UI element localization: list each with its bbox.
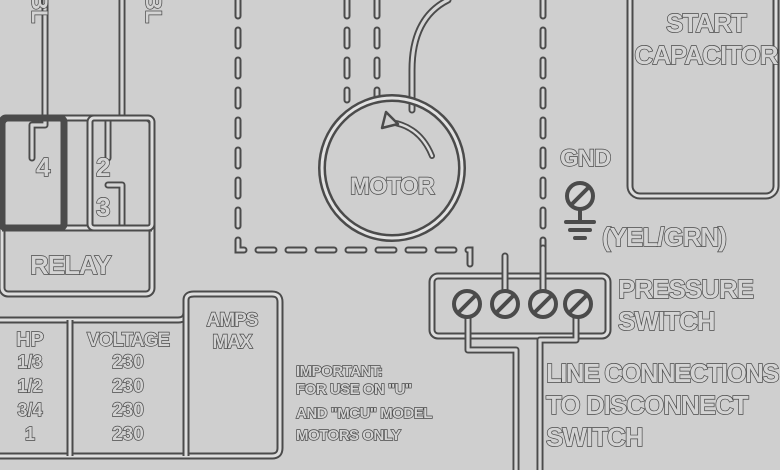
table-cell-voltage: 230 [112, 424, 144, 445]
ground-symbol-icon [564, 208, 596, 240]
table-cell-voltage: 230 [112, 352, 144, 373]
table-cell-voltage: 230 [112, 400, 144, 421]
top-left-label-2: BL [141, 0, 166, 23]
important-note-4: MOTORS ONLY [296, 427, 401, 444]
motor-dashed-wires [234, 0, 547, 282]
table-header-voltage: VOLTAGE [87, 330, 169, 351]
relay-block [0, 114, 156, 298]
pressure-switch-label-2: SWITCH [618, 306, 715, 336]
yel-grn-label: (YEL/GRN) [602, 222, 726, 252]
line-connections-label-2: TO DISCONNECT [546, 390, 749, 420]
relay-terminal-2: 2 [96, 152, 110, 182]
start-capacitor-label-2: CAPACITOR [634, 40, 778, 70]
pressure-switch-label-1: PRESSURE [618, 274, 754, 304]
table-cell-hp: 1/2 [17, 376, 42, 396]
line-connections-label-1: LINE CONNECTIONS [546, 358, 779, 388]
pressure-switch [428, 244, 612, 470]
motor-symbol [318, 94, 466, 242]
table-header-amps: AMPS [207, 310, 258, 331]
capacitor-wire [408, 0, 452, 114]
relay-terminal-4: 4 [36, 152, 51, 182]
top-left-label-1: BL [27, 0, 52, 23]
relay-label: RELAY [30, 250, 111, 280]
gnd-label: GND [560, 145, 611, 172]
start-capacitor-label-1: START [666, 8, 747, 38]
table-header-max: MAX [212, 332, 253, 353]
important-note-3: AND "MCU" MODEL [296, 405, 432, 422]
table-header-hp: HP [16, 329, 44, 351]
line-connections-label-3: SWITCH [546, 422, 643, 452]
table-cell-hp: 1/3 [17, 352, 42, 372]
top-left-labels: BL BL [26, 0, 166, 24]
rotation-arrow-icon [387, 119, 435, 159]
motor-label: MOTOR [350, 173, 435, 200]
table-cell-hp: 3/4 [17, 400, 42, 420]
spec-table [0, 290, 284, 460]
table-cell-hp: 1 [25, 424, 35, 444]
important-note-2: FOR USE ON "U" [296, 381, 412, 398]
ground-terminal [564, 181, 596, 240]
relay-terminal-3: 3 [96, 192, 110, 222]
pressure-switch-screws [452, 289, 593, 319]
table-cell-voltage: 230 [112, 376, 144, 397]
important-note-1: IMPORTANT: [296, 363, 382, 380]
start-capacitor [626, 0, 780, 200]
